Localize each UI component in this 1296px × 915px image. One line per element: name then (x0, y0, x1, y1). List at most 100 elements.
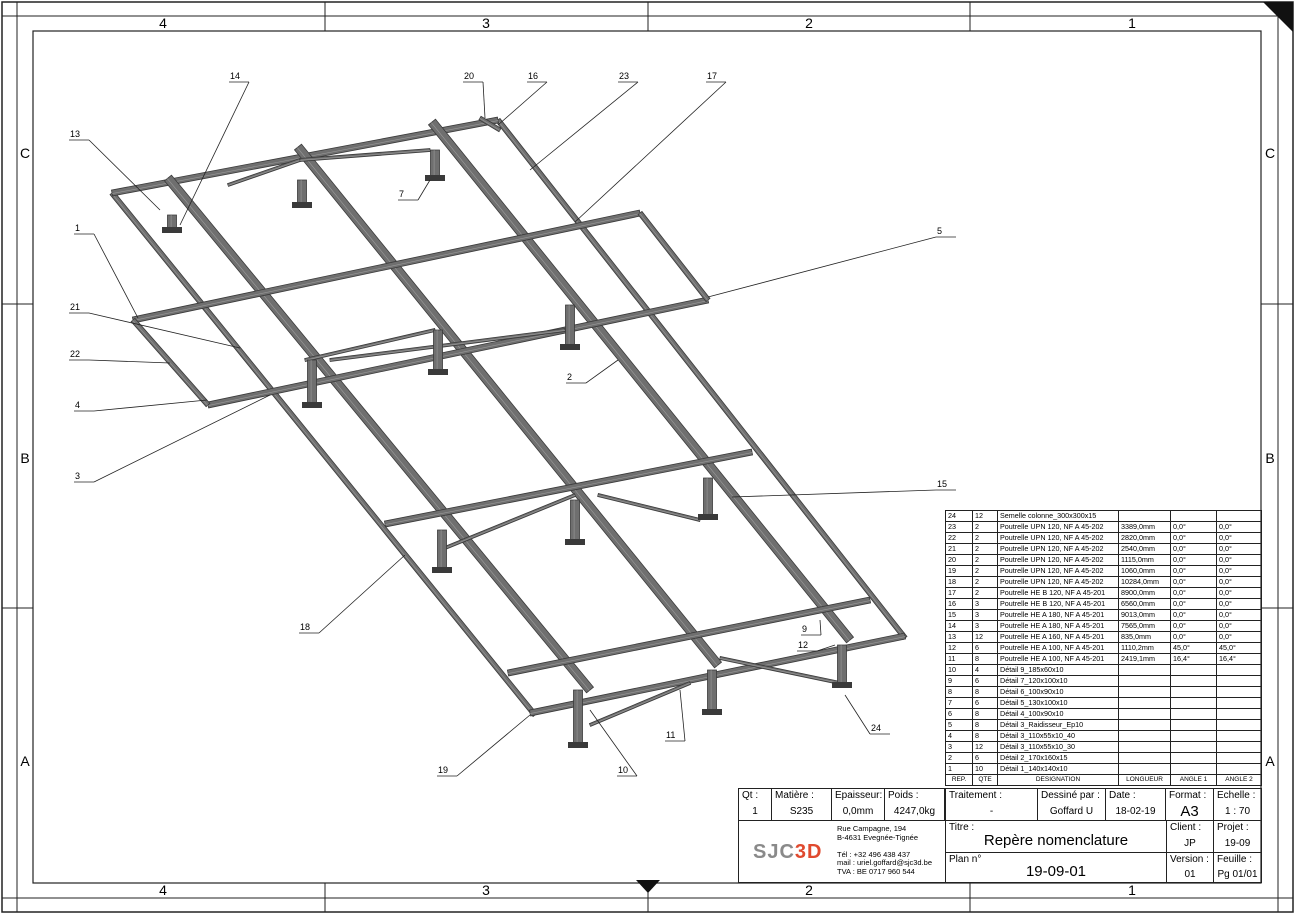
beam-highlight (589, 683, 691, 726)
bom-cell: 3 (972, 620, 998, 632)
callout-number: 7 (399, 189, 405, 199)
callout-leader (497, 81, 548, 126)
bom-cell: 2 (972, 521, 998, 533)
bom-cell: 2 (972, 554, 998, 566)
callout-leader (585, 359, 619, 384)
callout-leader (179, 81, 250, 226)
bom-cell (1170, 719, 1217, 731)
traitement-label: Traitement : (949, 790, 1002, 801)
callout-leader (417, 179, 431, 201)
center-marker (636, 880, 660, 893)
zone-bottom-4: 4 (159, 882, 167, 898)
bom-cell: 2540,0mm (1118, 543, 1171, 555)
column-base-plate (302, 402, 322, 408)
bom-cell: 12 (972, 631, 998, 643)
echelle-cell: Echelle : 1 : 70 (1213, 788, 1262, 821)
cross-4 (506, 596, 872, 677)
bom-cell: 0,0° (1216, 587, 1262, 599)
bom-cell: 7 (945, 697, 973, 709)
traitement-cell: Traitement : - (945, 788, 1038, 821)
column-base-plate (560, 344, 580, 350)
projet-cell: Projet : 19-09 (1213, 820, 1262, 853)
bom-cell: Poutrelle HE A 100, NF A 45-201 (997, 653, 1119, 665)
corner-marker (1263, 2, 1293, 32)
column-base-plate (832, 682, 852, 688)
zone-right-b: B (1265, 450, 1275, 466)
hea-long-3 (427, 118, 855, 644)
bom-cell: Détail 5_130x100x10 (997, 697, 1119, 709)
bom-cell: Détail 1_140x140x10 (997, 763, 1119, 775)
callout-leader (88, 359, 171, 364)
bom-cell: 0,0° (1216, 554, 1262, 566)
bom-cell: 0,0° (1170, 587, 1217, 599)
bom-cell: Détail 7_120x100x10 (997, 675, 1119, 687)
beam-highlight (208, 300, 709, 406)
bom-cell: 8 (945, 686, 973, 698)
callout-number: 14 (230, 71, 241, 81)
zone-top-4: 4 (159, 15, 167, 31)
bom-cell: 0,0° (1216, 620, 1262, 632)
bom-cell: 10 (972, 763, 998, 775)
bom-cell (1170, 752, 1217, 764)
plan-value: 19-09-01 (1025, 863, 1087, 880)
bom-cell: 0,0° (1170, 532, 1217, 544)
bom-cell: REP. (945, 774, 973, 786)
bom-cell: 2 (972, 565, 998, 577)
date-cell: Date : 18-02-19 (1105, 788, 1166, 821)
bom-cell (1118, 697, 1171, 709)
bom-cell: 18 (945, 576, 973, 588)
callout-number: 15 (937, 479, 948, 489)
callout-leader (93, 233, 139, 319)
bom-cell (1118, 763, 1171, 775)
dessine-label: Dessiné par : (1041, 790, 1100, 801)
bom-cell: 8 (972, 653, 998, 665)
column (433, 329, 443, 373)
bom-cell: LONGUEUR (1118, 774, 1171, 786)
bom-cell (1118, 730, 1171, 742)
callout-leader (731, 489, 937, 498)
date-label: Date : (1109, 790, 1136, 801)
qt-label: Qt : (742, 790, 759, 801)
bom-cell (1118, 708, 1171, 720)
callout-leader (679, 689, 686, 742)
bom-cell: Poutrelle HE A 180, NF A 45-201 (997, 609, 1119, 621)
bom-cell: 6 (972, 697, 998, 709)
bom-cell: 6 (972, 642, 998, 654)
bom-cell (1216, 763, 1262, 775)
bom-cell (1216, 697, 1262, 709)
callout-number: 3 (75, 471, 81, 481)
bom-cell (1216, 719, 1262, 731)
bom-cell: 13 (945, 631, 973, 643)
zone-bottom-3: 3 (482, 882, 490, 898)
bom-cell: 8900,0mm (1118, 587, 1171, 599)
bom-cell: 16,4° (1170, 653, 1217, 665)
bom-cell: 3 (972, 609, 998, 621)
bom-cell: 45,0° (1170, 642, 1217, 654)
bom-cell: DESIGNATION (997, 774, 1119, 786)
bom-cell: Poutrelle HE A 180, NF A 45-201 (997, 620, 1119, 632)
bom-cell: 6 (972, 675, 998, 687)
callout-number: 1 (75, 223, 81, 233)
bom-cell: 2 (972, 543, 998, 555)
beam-highlight (297, 147, 718, 666)
bom-cell (1118, 675, 1171, 687)
callout-leader (816, 644, 836, 652)
bom-cell: 11 (945, 653, 973, 665)
format-cell: Format : A3 (1165, 788, 1214, 821)
callout-leader (482, 81, 486, 119)
bom-cell: 1060,0mm (1118, 565, 1171, 577)
callout-number: 24 (871, 723, 882, 733)
bom-cell: 2 (972, 587, 998, 599)
callout-number: 17 (707, 71, 718, 81)
bom-cell: Poutrelle UPN 120, NF A 45-202 (997, 532, 1119, 544)
date-value: 18-02-19 (1115, 806, 1156, 817)
bom-cell (1118, 510, 1171, 522)
hea-long-1 (163, 174, 595, 694)
